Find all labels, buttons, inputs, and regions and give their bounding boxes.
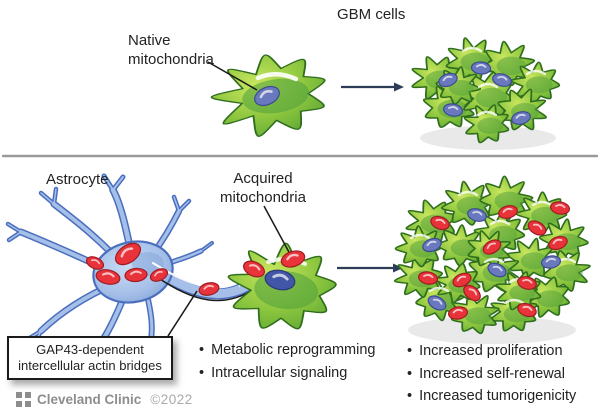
native-mitochondria-label: Native mitochondria: [128, 32, 214, 68]
gap43-bridge-callout-text: GAP43-dependent intercellular actin brid…: [18, 342, 162, 373]
bullet-glyph: •: [407, 388, 413, 404]
cleveland-clinic-logo-icon: [16, 392, 31, 407]
footer-brand-name: Cleveland Clinic: [37, 392, 142, 407]
acquired-mitochondria-label: Acquired mitochondria: [220, 170, 306, 206]
list-item: • Metabolic reprogramming: [199, 339, 375, 362]
list-item: • Increased proliferation: [407, 340, 576, 363]
outcome-increased-proliferation: Increased proliferation: [419, 343, 563, 359]
effect-intracellular-signaling: Intracellular signaling: [211, 364, 348, 381]
gbm-cells-label: GBM cells: [337, 6, 406, 23]
footer-credit: Cleveland Clinic ©2022: [16, 392, 193, 407]
list-item: • Increased tumorigenicity: [407, 385, 576, 408]
effect-metabolic-reprogramming: Metabolic reprogramming: [211, 342, 376, 358]
outcomes-list: • Increased proliferation • Increased self…: [407, 340, 576, 408]
effects-list: • Metabolic reprogramming • Intracellular …: [199, 339, 375, 384]
list-item: • Increased self-renewal: [407, 363, 576, 386]
list-item: • Intracellular signaling: [199, 362, 375, 385]
footer-copyright: ©2022: [150, 392, 193, 407]
bullet-glyph: •: [199, 364, 205, 381]
astrocyte-label: Astrocyte: [46, 171, 109, 188]
bullet-glyph: •: [199, 342, 205, 358]
bullet-glyph: •: [407, 365, 413, 382]
outcome-increased-tumorigenicity: Increased tumorigenicity: [419, 388, 577, 404]
bullet-glyph: •: [407, 343, 413, 359]
gap43-bridge-callout-box: GAP43-dependent intercellular actin brid…: [7, 336, 173, 380]
outcome-increased-self-renewal: Increased self-renewal: [419, 365, 565, 382]
